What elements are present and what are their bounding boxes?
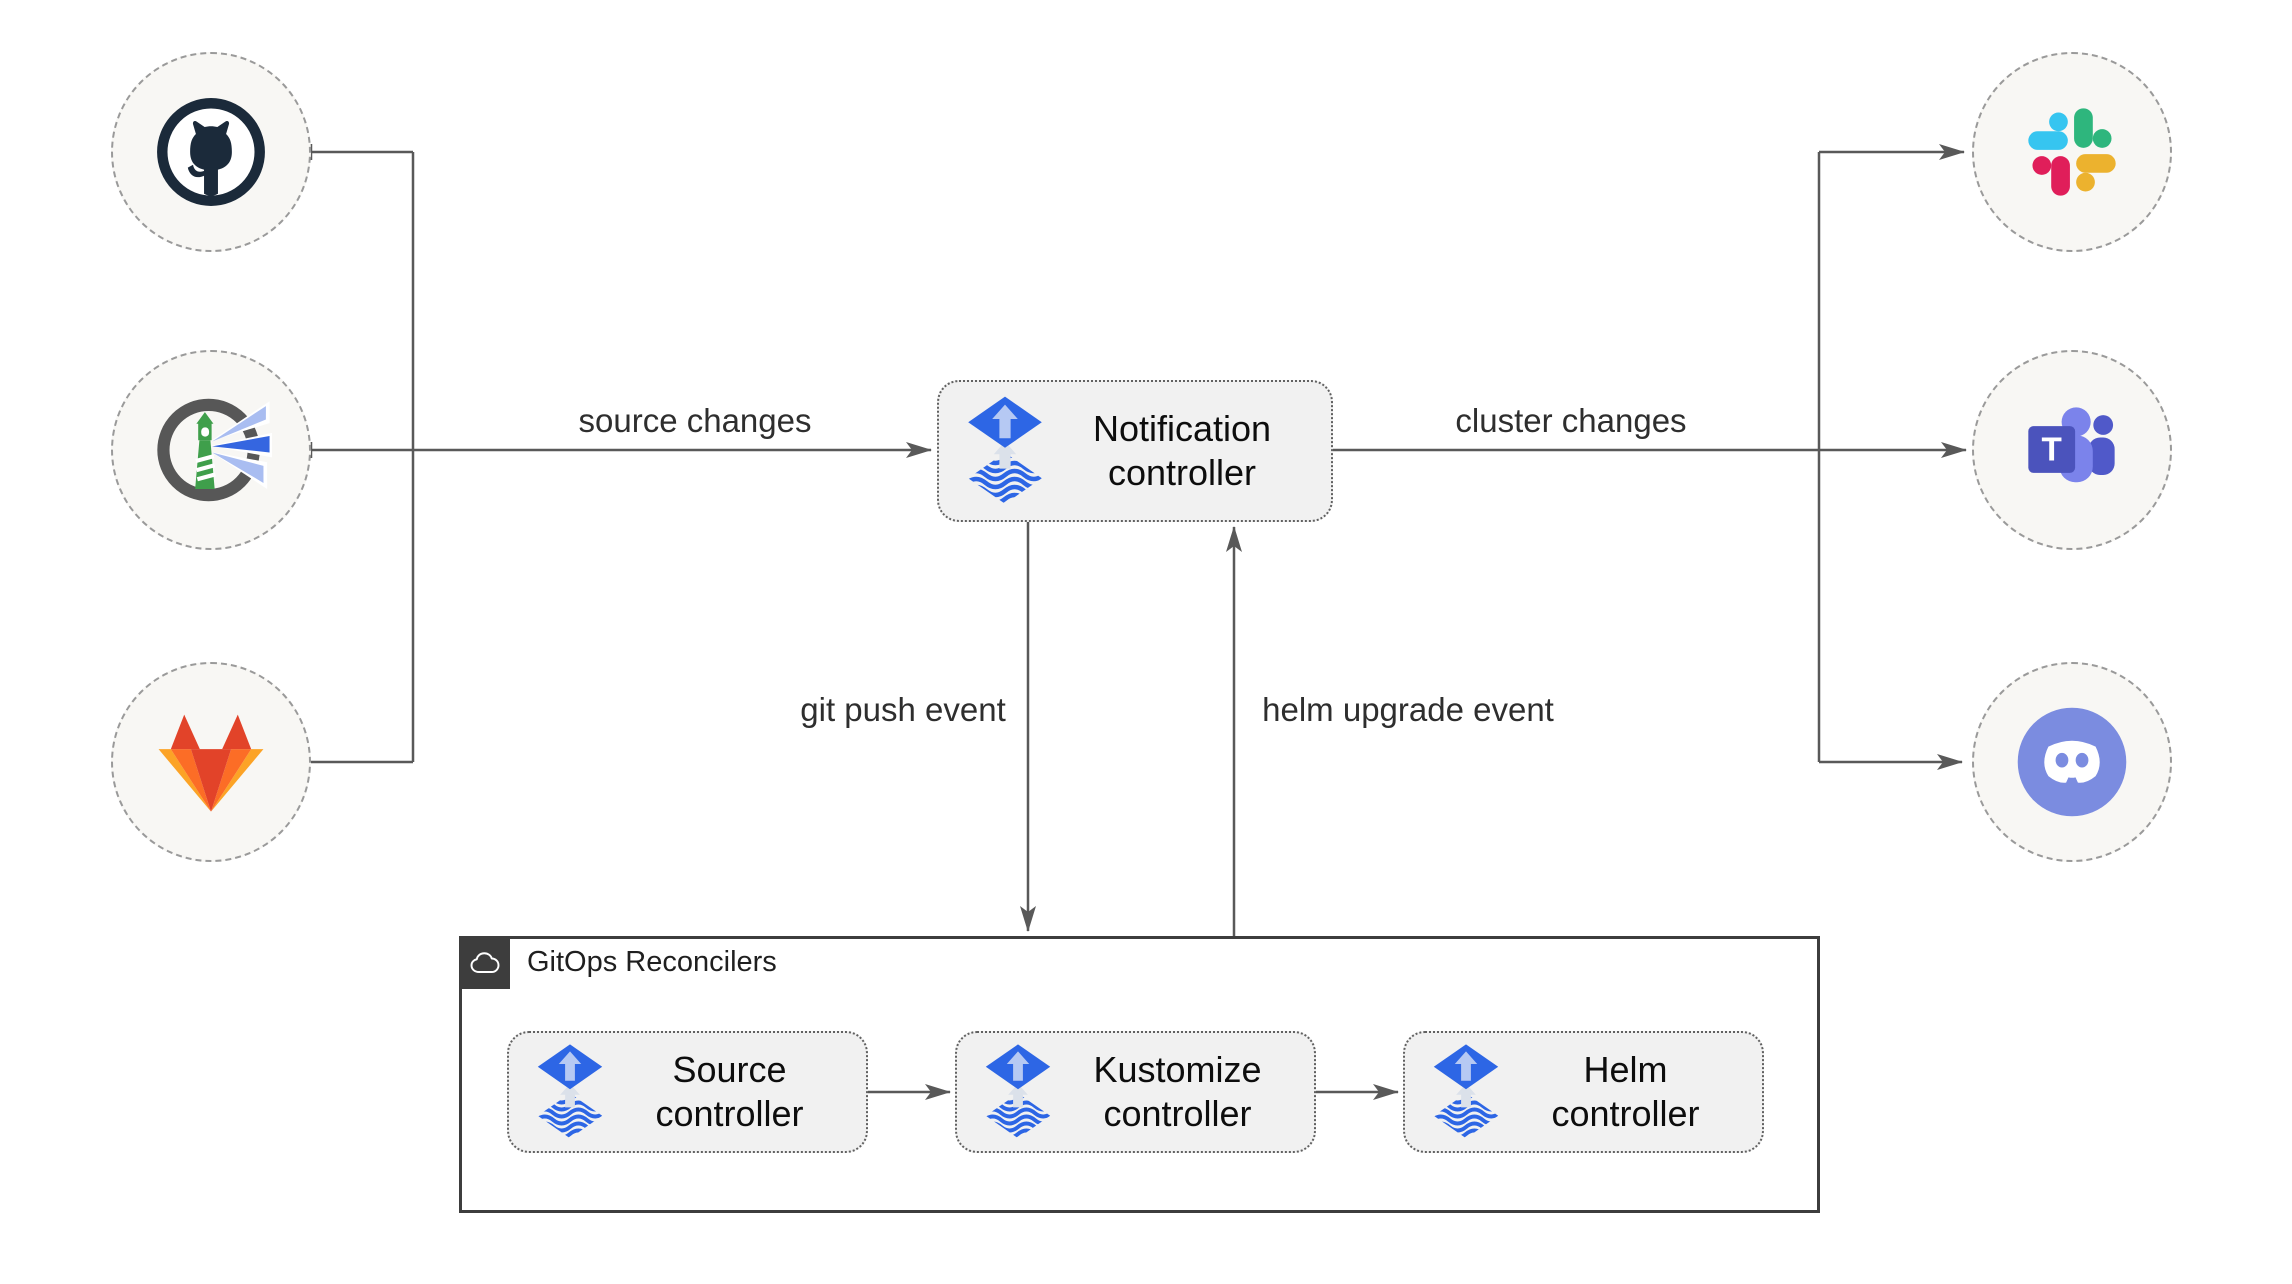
flux-icon [1431, 1043, 1501, 1141]
label-source-changes: source changes [578, 402, 812, 439]
node-kustomize-controller: Kustomize controller [955, 1031, 1316, 1153]
helm-controller-text: Helm controller [1551, 1049, 1700, 1134]
node-slack [1972, 52, 2172, 252]
node-source-controller: Source controller [507, 1031, 868, 1153]
node-teams: T [1972, 350, 2172, 550]
notification-controller-label: Notification controller [1045, 407, 1331, 495]
node-github [111, 52, 311, 252]
github-icon [157, 98, 265, 206]
gitops-reconcilers-title: GitOps Reconcilers [527, 946, 777, 978]
node-gitlab [111, 662, 311, 862]
teams-letter: T [2042, 431, 2062, 468]
label-cluster-changes: cluster changes [1455, 402, 1687, 439]
flux-icon [965, 395, 1045, 507]
gitops-reconcilers-tab [459, 936, 510, 989]
source-controller-text: Source controller [655, 1049, 804, 1134]
helm-controller-label: Helm controller [1501, 1048, 1762, 1136]
node-harbor [111, 350, 311, 550]
kustomize-controller-text: Kustomize controller [1093, 1049, 1262, 1134]
source-controller-label: Source controller [605, 1048, 866, 1136]
teams-icon: T [2028, 407, 2115, 483]
discord-icon [2017, 707, 2127, 817]
harbor-icon [157, 398, 272, 502]
label-git-push-event: git push event [800, 691, 1006, 728]
cloud-icon [470, 951, 499, 973]
notification-controller-text: Notification controller [1092, 408, 1272, 493]
gitlab-icon [158, 714, 264, 812]
node-helm-controller: Helm controller [1403, 1031, 1764, 1153]
node-notification-controller: Notification controller [937, 380, 1333, 522]
kustomize-controller-label: Kustomize controller [1053, 1048, 1314, 1136]
gitops-reconcilers-group [459, 936, 1820, 1213]
flux-icon [535, 1043, 605, 1141]
slack-icon [2028, 108, 2116, 196]
node-discord [1972, 662, 2172, 862]
flux-icon [983, 1043, 1053, 1141]
label-helm-upgrade-event: helm upgrade event [1262, 691, 1554, 728]
